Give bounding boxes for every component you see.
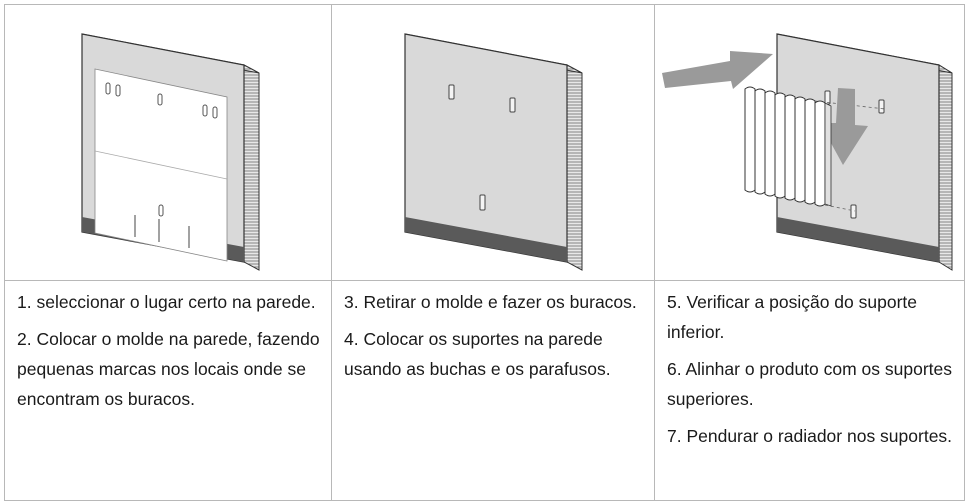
step-1-text: 1. seleccionar o lugar certo na parede. [17,292,316,312]
step-6-text: 6. Alinhar o produto com os suportes sup… [667,359,953,409]
step-2-text: 2. Colocar o molde na parede, fazendo pe… [17,329,320,409]
step-3-text: 3. Retirar o molde e fazer os buracos. [344,292,637,312]
step-5-text: 5. Verificar a posição do suporte inferi… [667,292,918,342]
radiator-mount-illustration [655,5,964,280]
wall-brackets-illustration [332,5,654,280]
step-text-1: 1. seleccionar o lugar certo na parede. … [5,281,331,421]
step-text-3: 5. Verificar a posição do suporte inferi… [655,281,964,458]
step-7-text: 7. Pendurar o radiador nos suportes. [667,426,953,446]
column-divider [654,5,655,500]
step-text-2: 3. Retirar o molde e fazer os buracos. 4… [332,281,654,391]
column-divider [331,5,332,500]
step-4-text: 4. Colocar os suportes na parede usando … [344,329,611,379]
row-divider [5,280,964,281]
wall-template-illustration [5,5,331,280]
instruction-grid: 1. seleccionar o lugar certo na parede. … [4,4,965,501]
